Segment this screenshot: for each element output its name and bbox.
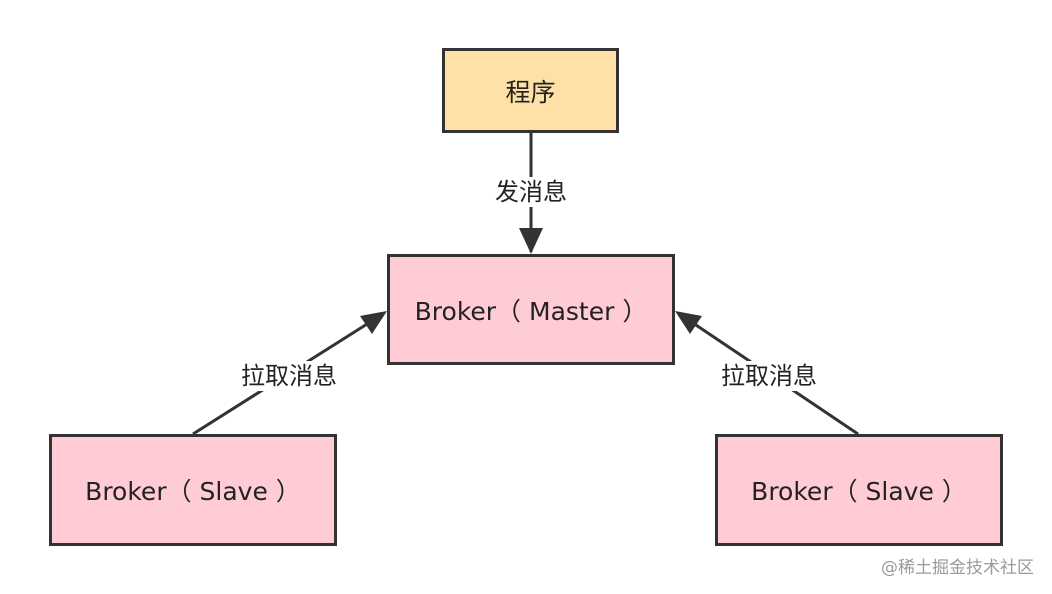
broker-master-node: Broker（ Master ） (387, 254, 675, 365)
program-node-label: 程序 (505, 77, 556, 107)
broker-slave-right-node: Broker（ Slave ） (715, 434, 1003, 546)
edge-send-arrowhead (519, 228, 543, 254)
broker-slave-left-node: Broker（ Slave ） (49, 434, 337, 546)
edge-pull-right-arrowhead (675, 311, 702, 334)
watermark: @稀土掘金技术社区 (881, 558, 1034, 578)
edge-send-label: 发消息 (493, 177, 569, 207)
edge-pull-right-label: 拉取消息 (719, 361, 819, 391)
edge-pull-left-label: 拉取消息 (239, 361, 339, 391)
broker-slave-left-label: Broker（ Slave ） (85, 477, 301, 506)
broker-slave-right-label: Broker（ Slave ） (751, 477, 967, 506)
program-node: 程序 (442, 48, 619, 133)
broker-master-label: Broker（ Master ） (414, 296, 648, 326)
edge-pull-left-arrowhead (360, 311, 387, 334)
